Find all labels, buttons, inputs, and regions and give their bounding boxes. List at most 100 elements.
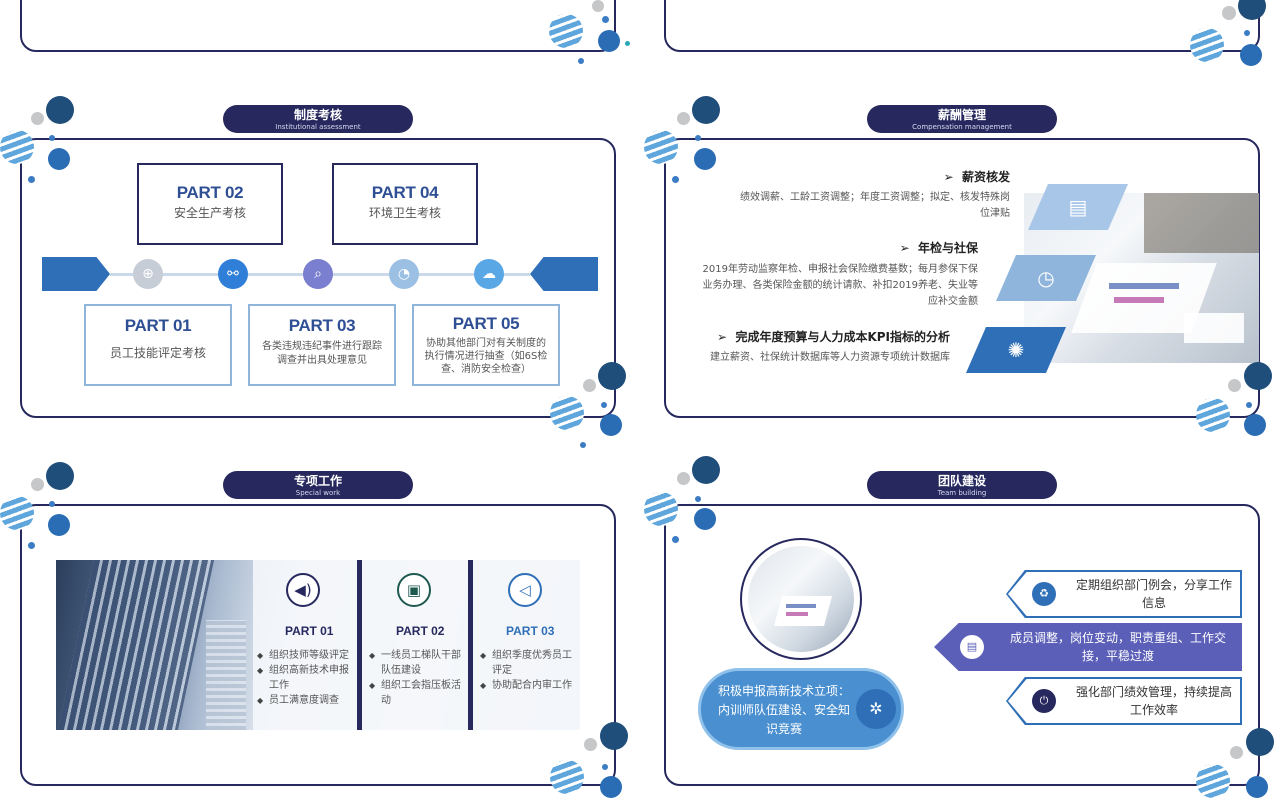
salary-item-body: 2019年劳动监察年检、申报社会保险缴费基数；每月参保下保业务办理、各类保险金额… [702, 264, 978, 307]
part-05-box: PART 05 协助其他部门对有关制度的执行情况进行抽查（如6S检查、消防安全检… [412, 304, 560, 386]
decor-dot [1246, 776, 1268, 798]
tab-subtitle: Institutional assessment [275, 123, 361, 131]
decor-dot [1244, 362, 1272, 390]
decor-dot [672, 536, 679, 543]
column-divider [357, 560, 362, 730]
decor-dot [580, 442, 586, 448]
part-03-box: PART 03 各类违规违纪事件进行跟踪调查并出具处理意见 [248, 304, 396, 386]
panel-top-left [20, 0, 616, 52]
decor-dot [677, 472, 690, 485]
list-item: 组织季度优秀员工评定 [480, 648, 578, 678]
decor-dot [694, 148, 716, 170]
salary-item-head-text: 薪资核发 [961, 170, 1010, 184]
tab-title: 制度考核 [293, 108, 342, 122]
part-desc: 各类违规违纪事件进行跟踪调查并出具处理意见 [262, 341, 382, 366]
decor-stripes [549, 14, 583, 48]
cloud-icon: ☁ [474, 259, 504, 289]
part-title: PART 01 [124, 316, 192, 335]
decor-dot [1238, 0, 1266, 20]
decor-stripes [1196, 398, 1230, 432]
decor-dot [600, 414, 622, 436]
team-item-text: 强化部门绩效管理，持续提高工作效率 [1076, 685, 1233, 717]
decor-dot [46, 462, 74, 490]
decor-dot [601, 402, 607, 408]
part-desc: 环境卫生考核 [368, 206, 441, 220]
list-item: 组织技师等级评定 [257, 648, 353, 663]
salary-item-head-text: 完成年度预算与人力成本KPI指标的分析 [735, 330, 950, 344]
decor-dot [692, 96, 720, 124]
part-desc: 员工技能评定考核 [109, 346, 206, 360]
part-title: PART 02 [176, 183, 244, 202]
decor-dot [1222, 6, 1236, 20]
column-divider [468, 560, 473, 730]
salary-item-body: 建立薪资、社保统计数据库等人力资源专项统计数据库 [710, 352, 950, 363]
team-photo [740, 538, 862, 660]
part-title: PART 03 [288, 316, 356, 335]
decor-dot [49, 501, 55, 507]
part-desc: 协助其他部门对有关制度的执行情况进行抽查（如6S检查、消防安全检查） [424, 338, 548, 375]
decor-dot [584, 738, 597, 751]
tab-title: 团队建设 [937, 474, 986, 488]
column-title: PART 01 [285, 624, 334, 638]
team-bubble-text: 积极申报高新技术立项：内训师队伍建设、安全知识竞赛 [717, 684, 850, 736]
part-02-box: PART 02 安全生产考核 [137, 163, 283, 245]
column-title: PART 03 [506, 624, 555, 638]
decor-stripes [0, 496, 34, 530]
speaker-icon: ◀) [286, 573, 320, 607]
decor-dot [31, 112, 44, 125]
recycle-icon: ♻ [1032, 582, 1056, 606]
salary-item-head: ➢ 完成年度预算与人力成本KPI指标的分析 [717, 330, 950, 344]
decor-dot [1244, 414, 1266, 436]
salary-item-head: ➢ 薪资核发 [943, 170, 1010, 184]
team-item-text: 成员调整，岗位变动，职责重组、工作交接，平稳过渡 [1009, 631, 1226, 663]
panel-top-right [664, 0, 1260, 52]
decor-dot [592, 0, 604, 12]
document-icon: ▤ [960, 635, 984, 659]
tab-assessment: 制度考核 Institutional assessment [223, 105, 413, 133]
decor-dot [1246, 402, 1252, 408]
column-list: 一线员工梯队干部队伍建设 组织工会指压板活动 [369, 648, 465, 708]
part-desc: 安全生产考核 [173, 206, 246, 220]
column-list: 组织技师等级评定 组织高新技术申报工作 员工满意度调查 [257, 648, 353, 708]
decor-dot [695, 496, 701, 502]
decor-dot [49, 135, 55, 141]
decor-dot [46, 96, 74, 124]
decor-dot [694, 508, 716, 530]
team-item-text: 定期组织部门例会，分享工作信息 [1076, 578, 1233, 610]
list-item: 协助配合内审工作 [480, 678, 578, 693]
list-item: 一线员工梯队干部队伍建设 [369, 648, 465, 678]
decor-dot [695, 135, 701, 141]
decor-dot [1246, 728, 1274, 756]
decor-dot [598, 30, 620, 52]
decor-dot [48, 148, 70, 170]
column-title: PART 02 [396, 624, 445, 638]
decor-dot [583, 379, 596, 392]
team-item: ⏻ 强化部门绩效管理，持续提高工作效率 [1006, 677, 1242, 725]
decor-dot [1228, 379, 1241, 392]
decor-dot [692, 456, 720, 484]
team-item: ♻ 定期组织部门例会，分享工作信息 [1006, 570, 1242, 618]
presentation-icon: ▣ [397, 573, 431, 607]
decor-stripes [550, 760, 584, 794]
crosshair-icon: ⊕ [133, 259, 163, 289]
tab-special: 专项工作 Special work [223, 471, 413, 499]
power-icon: ⏻ [1032, 689, 1056, 713]
tab-salary: 薪酬管理 Compensation management [867, 105, 1057, 133]
part-01-box: PART 01 员工技能评定考核 [84, 304, 232, 386]
decor-stripes [550, 396, 584, 430]
megaphone-icon: ◁ [508, 573, 542, 607]
rss-icon: ◔ [389, 259, 419, 289]
salary-item-body: 绩效调薪、工龄工资调整；年度工资调整；拟定、核发特殊岗位津贴 [740, 192, 1010, 219]
decor-stripes [0, 130, 34, 164]
decor-dot [598, 362, 626, 390]
part-title: PART 05 [452, 314, 520, 333]
list-item: 组织工会指压板活动 [369, 678, 465, 708]
aperture-icon: ✲ [856, 689, 896, 729]
column-list: 组织季度优秀员工评定 协助配合内审工作 [480, 648, 578, 693]
tab-subtitle: Team building [937, 489, 987, 497]
search-icon: ⌕ [303, 259, 333, 289]
decor-dot [28, 542, 35, 549]
decor-dot [602, 764, 608, 770]
tab-subtitle: Special work [295, 489, 341, 497]
decor-dot [1230, 746, 1243, 759]
